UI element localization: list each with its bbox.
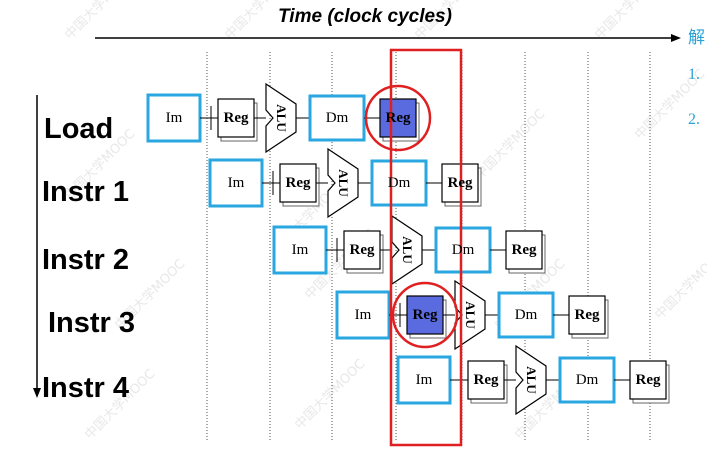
reg-label: Reg bbox=[223, 109, 249, 126]
row-label-instr-1: Instr 1 bbox=[42, 176, 130, 208]
dm-label: Dm bbox=[387, 174, 411, 191]
reg-box bbox=[279, 163, 317, 203]
im-label: Im bbox=[291, 241, 309, 258]
watermark-text: 中国大学MOOC bbox=[292, 356, 369, 433]
writeback-reg-label: Reg bbox=[574, 306, 600, 323]
row-label-instr-3: Instr 3 bbox=[48, 307, 136, 339]
writeback-reg-box bbox=[379, 98, 417, 138]
hazard-circle bbox=[391, 281, 459, 349]
highlight-column-box bbox=[389, 48, 463, 447]
side-item-2: 2. bbox=[688, 111, 700, 128]
dm-label: Dm bbox=[575, 371, 599, 388]
dm-box bbox=[370, 159, 428, 207]
reg-label: Reg bbox=[349, 241, 375, 258]
im-box bbox=[208, 158, 264, 208]
writeback-reg-box bbox=[568, 295, 606, 335]
watermark-text: 中国大学MOOC bbox=[652, 246, 707, 323]
side-heading: 解 bbox=[688, 28, 705, 47]
watermark-text: 中国大学MOOC bbox=[62, 0, 139, 43]
reg-label: Reg bbox=[285, 174, 311, 191]
axes bbox=[33, 34, 681, 398]
instruction-axis-arrowhead bbox=[33, 388, 41, 398]
highlight-layer bbox=[364, 48, 463, 447]
reg-label: Reg bbox=[473, 371, 499, 388]
time-axis-title: Time (clock cycles) bbox=[278, 6, 452, 27]
alu-label: ALU bbox=[336, 169, 351, 197]
pipeline-row: ALU bbox=[396, 344, 670, 416]
alu-label: ALU bbox=[463, 301, 478, 329]
writeback-reg-label: Reg bbox=[635, 371, 661, 388]
writeback-reg-box bbox=[505, 230, 543, 270]
dm-label: Dm bbox=[451, 241, 475, 258]
im-label: Im bbox=[165, 109, 183, 126]
dm-box bbox=[308, 94, 366, 142]
alu-label: ALU bbox=[274, 104, 289, 132]
dm-label: Dm bbox=[514, 306, 538, 323]
writeback-reg-label: Reg bbox=[385, 109, 411, 126]
writeback-reg-label: Reg bbox=[511, 241, 537, 258]
im-label: Im bbox=[227, 174, 245, 191]
writeback-reg-label: Reg bbox=[447, 174, 473, 191]
alu-shape bbox=[265, 82, 297, 154]
alu-label: ALU bbox=[400, 236, 415, 264]
dm-box bbox=[434, 226, 492, 274]
dm-label: Dm bbox=[325, 109, 349, 126]
row-label-instr-4: Instr 4 bbox=[42, 372, 130, 404]
row-label-load: Load bbox=[44, 113, 114, 145]
watermark-text: 中国大学MOOC bbox=[592, 0, 669, 43]
pipeline-row: ALU bbox=[335, 279, 609, 351]
pipeline-row: ALU bbox=[146, 82, 420, 154]
writeback-reg-box bbox=[629, 360, 667, 400]
reg-label: Reg bbox=[412, 306, 438, 323]
alu-label: ALU bbox=[524, 366, 539, 394]
im-label: Im bbox=[415, 371, 433, 388]
watermark-text: 中国大学MOOC bbox=[472, 106, 549, 183]
side-item-1: 1. bbox=[688, 66, 700, 83]
hazard-circle bbox=[364, 84, 432, 152]
im-label: Im bbox=[354, 306, 372, 323]
time-axis-arrowhead bbox=[671, 34, 681, 42]
im-box bbox=[146, 93, 202, 143]
alu-shape bbox=[515, 344, 547, 416]
row-label-instr-2: Instr 2 bbox=[42, 244, 130, 276]
alu-shape bbox=[327, 147, 359, 219]
im-box bbox=[396, 355, 452, 405]
